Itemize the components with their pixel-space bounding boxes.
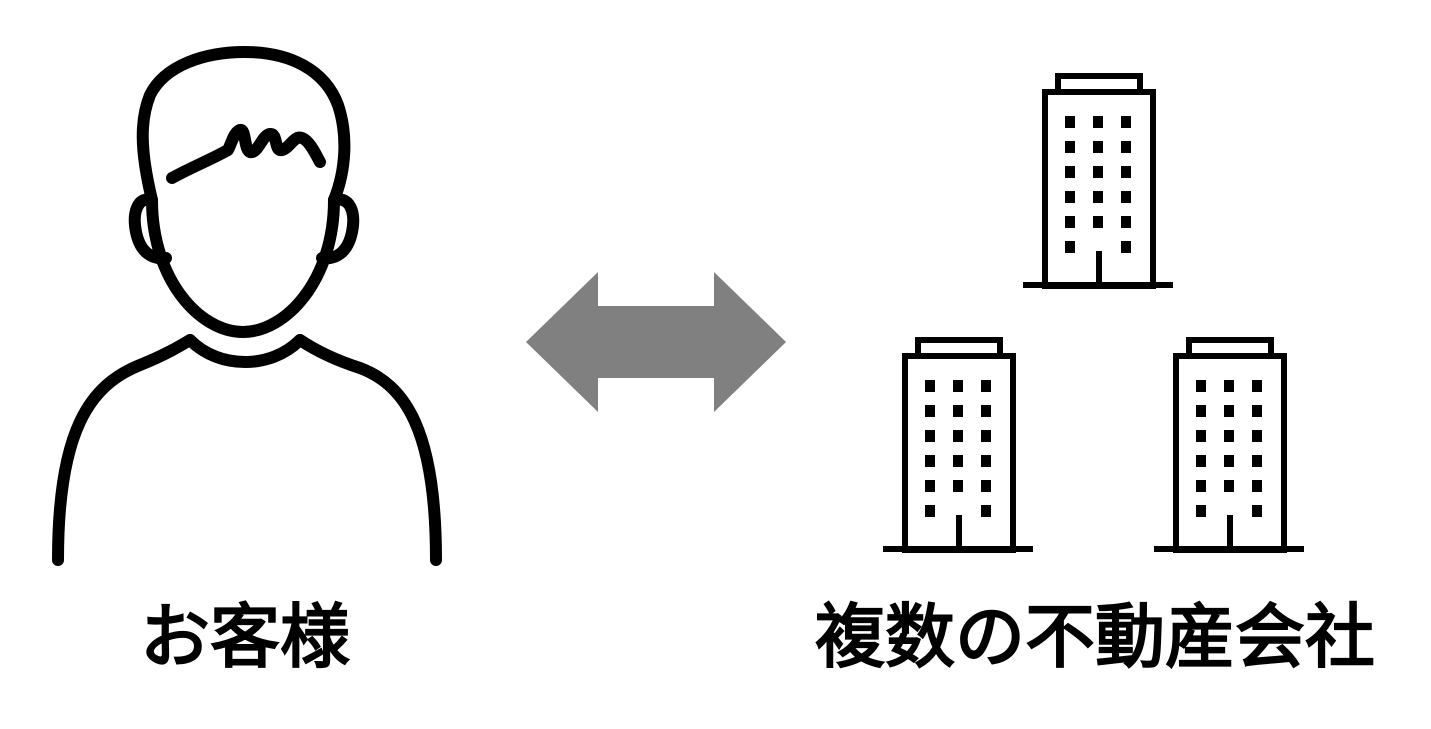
office-building-icon-top <box>1023 76 1173 286</box>
customer-label: お客様 <box>140 596 350 678</box>
person-icon <box>52 46 442 566</box>
companies-label: 複数の不動産会社 <box>815 596 1375 678</box>
office-building-icon-right <box>1154 340 1304 550</box>
double-arrow-icon <box>526 272 786 412</box>
office-building-icon-left <box>883 340 1033 550</box>
